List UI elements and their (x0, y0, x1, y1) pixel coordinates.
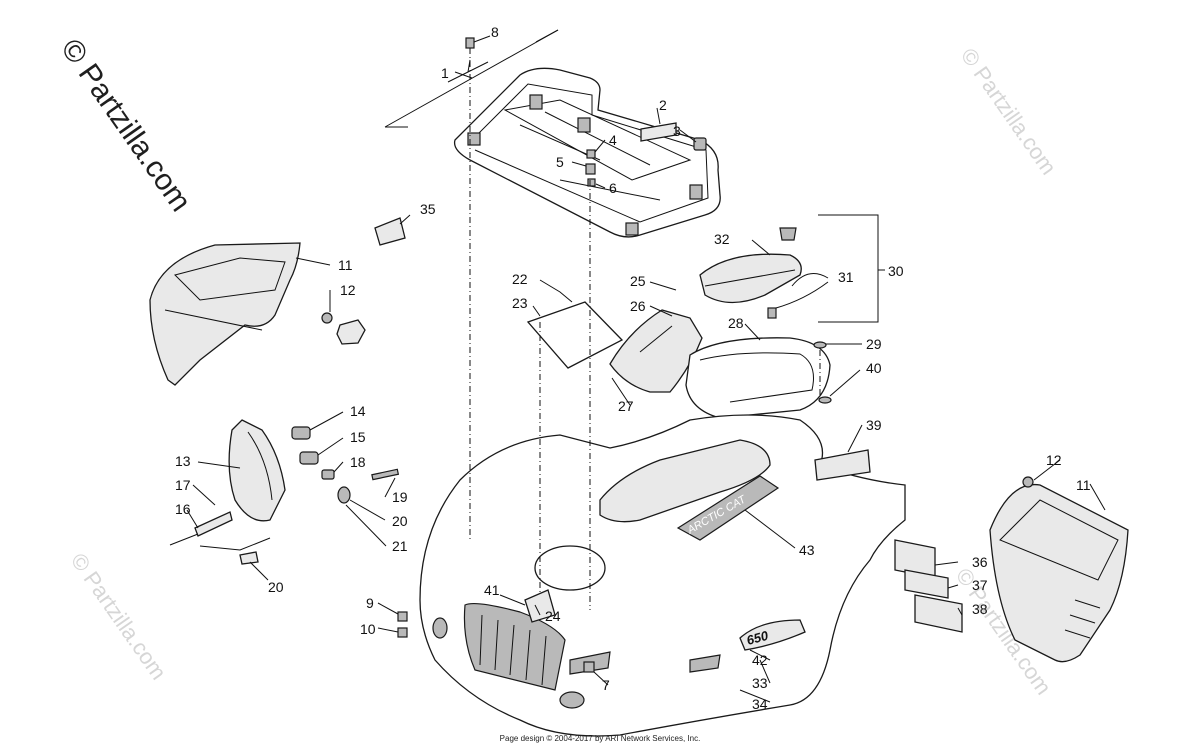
callout-31: 31 (838, 269, 854, 285)
bushing-5 (585, 163, 596, 175)
callout-32: 32 (714, 231, 730, 247)
page-footer: Page design © 2004-2017 by ARI Network S… (499, 734, 701, 743)
callout-2: 2 (659, 97, 667, 113)
callout-33: 33 (752, 675, 768, 691)
watermark-primary: © Partzilla.com (54, 33, 197, 218)
watermark-faint-2: © Partzilla.com (66, 549, 172, 685)
rear-fender-body: ARCTIC CAT 650 (419, 414, 906, 737)
decal-43 (676, 475, 780, 541)
bolt-9 (397, 611, 408, 622)
model-decal-text: 650 (745, 628, 771, 648)
callout-9: 9 (366, 595, 374, 611)
callout-38: 35 (420, 201, 436, 217)
leader-lines (186, 35, 1106, 703)
callout-6: 6 (609, 180, 617, 196)
callout-14: 14 (350, 403, 366, 419)
callout-11-left: 11 (338, 257, 353, 273)
callout-20-left: 20 (268, 579, 284, 595)
callout-17: 17 (175, 477, 191, 493)
callout-numbers: 8 1 2 3 4 5 6 35 11 12 14 15 18 19 20 21… (175, 24, 1091, 712)
nut-6 (587, 178, 596, 187)
callout-40: 40 (866, 360, 882, 376)
callout-41: 41 (484, 582, 500, 598)
callout-24: 24 (545, 608, 561, 624)
watermark-faint-1: © Partzilla.com (956, 44, 1062, 180)
nut-3 (693, 137, 707, 151)
bolt-8 (465, 37, 475, 49)
callout-1: 1 (441, 65, 449, 81)
left-side-panel (149, 242, 301, 386)
callout-35: 36 (972, 554, 988, 570)
plate-41 (524, 589, 556, 623)
grommet-12-left (321, 312, 366, 345)
callout-7: 7 (602, 677, 610, 693)
washer-4 (586, 149, 596, 159)
storage-tub-28 (685, 337, 831, 419)
callout-43: 43 (799, 542, 815, 558)
callout-22: 22 (512, 271, 528, 287)
callout-36: 37 (972, 577, 988, 593)
plug-29 (813, 341, 827, 349)
callout-5: 5 (556, 154, 564, 170)
callout-12-right: 12 (1046, 452, 1062, 468)
callout-13: 13 (175, 453, 191, 469)
decal-36 (904, 569, 949, 599)
decal-2 (640, 122, 677, 142)
plate-22 (526, 301, 624, 369)
callout-26: 26 (630, 298, 646, 314)
callout-28: 28 (728, 315, 744, 331)
callout-23: 23 (512, 295, 528, 311)
callout-27: 27 (618, 398, 634, 414)
callout-3: 3 (673, 123, 681, 139)
callout-37: 38 (972, 601, 988, 617)
cover-32 (699, 227, 802, 319)
callout-18: 18 (350, 454, 366, 470)
callout-10: 10 (360, 621, 376, 637)
callout-4: 4 (609, 132, 617, 148)
callout-39: 39 (866, 417, 882, 433)
right-side-panel (989, 476, 1129, 663)
plug-40 (818, 396, 832, 404)
callout-30: 30 (888, 263, 904, 279)
callout-21: 21 (392, 538, 408, 554)
callout-16: 16 (175, 501, 191, 517)
callout-12-left: 12 (340, 282, 356, 298)
washer-10 (397, 627, 408, 638)
callout-42: 42 (752, 652, 768, 668)
callout-20-right: 20 (392, 513, 408, 529)
decal-39 (814, 449, 871, 481)
callout-25: 25 (630, 273, 646, 289)
callout-8: 8 (491, 24, 499, 40)
decal-38 (374, 217, 406, 246)
callout-11-right: 11 (1076, 477, 1091, 493)
decal-37 (914, 594, 963, 633)
callout-34: 34 (752, 696, 768, 712)
callout-15: 15 (350, 429, 366, 445)
front-grille (463, 602, 566, 691)
nut-7 (583, 661, 595, 673)
callout-19: 19 (392, 489, 408, 505)
taillight-assembly (169, 419, 400, 565)
callout-29: 29 (866, 336, 882, 352)
